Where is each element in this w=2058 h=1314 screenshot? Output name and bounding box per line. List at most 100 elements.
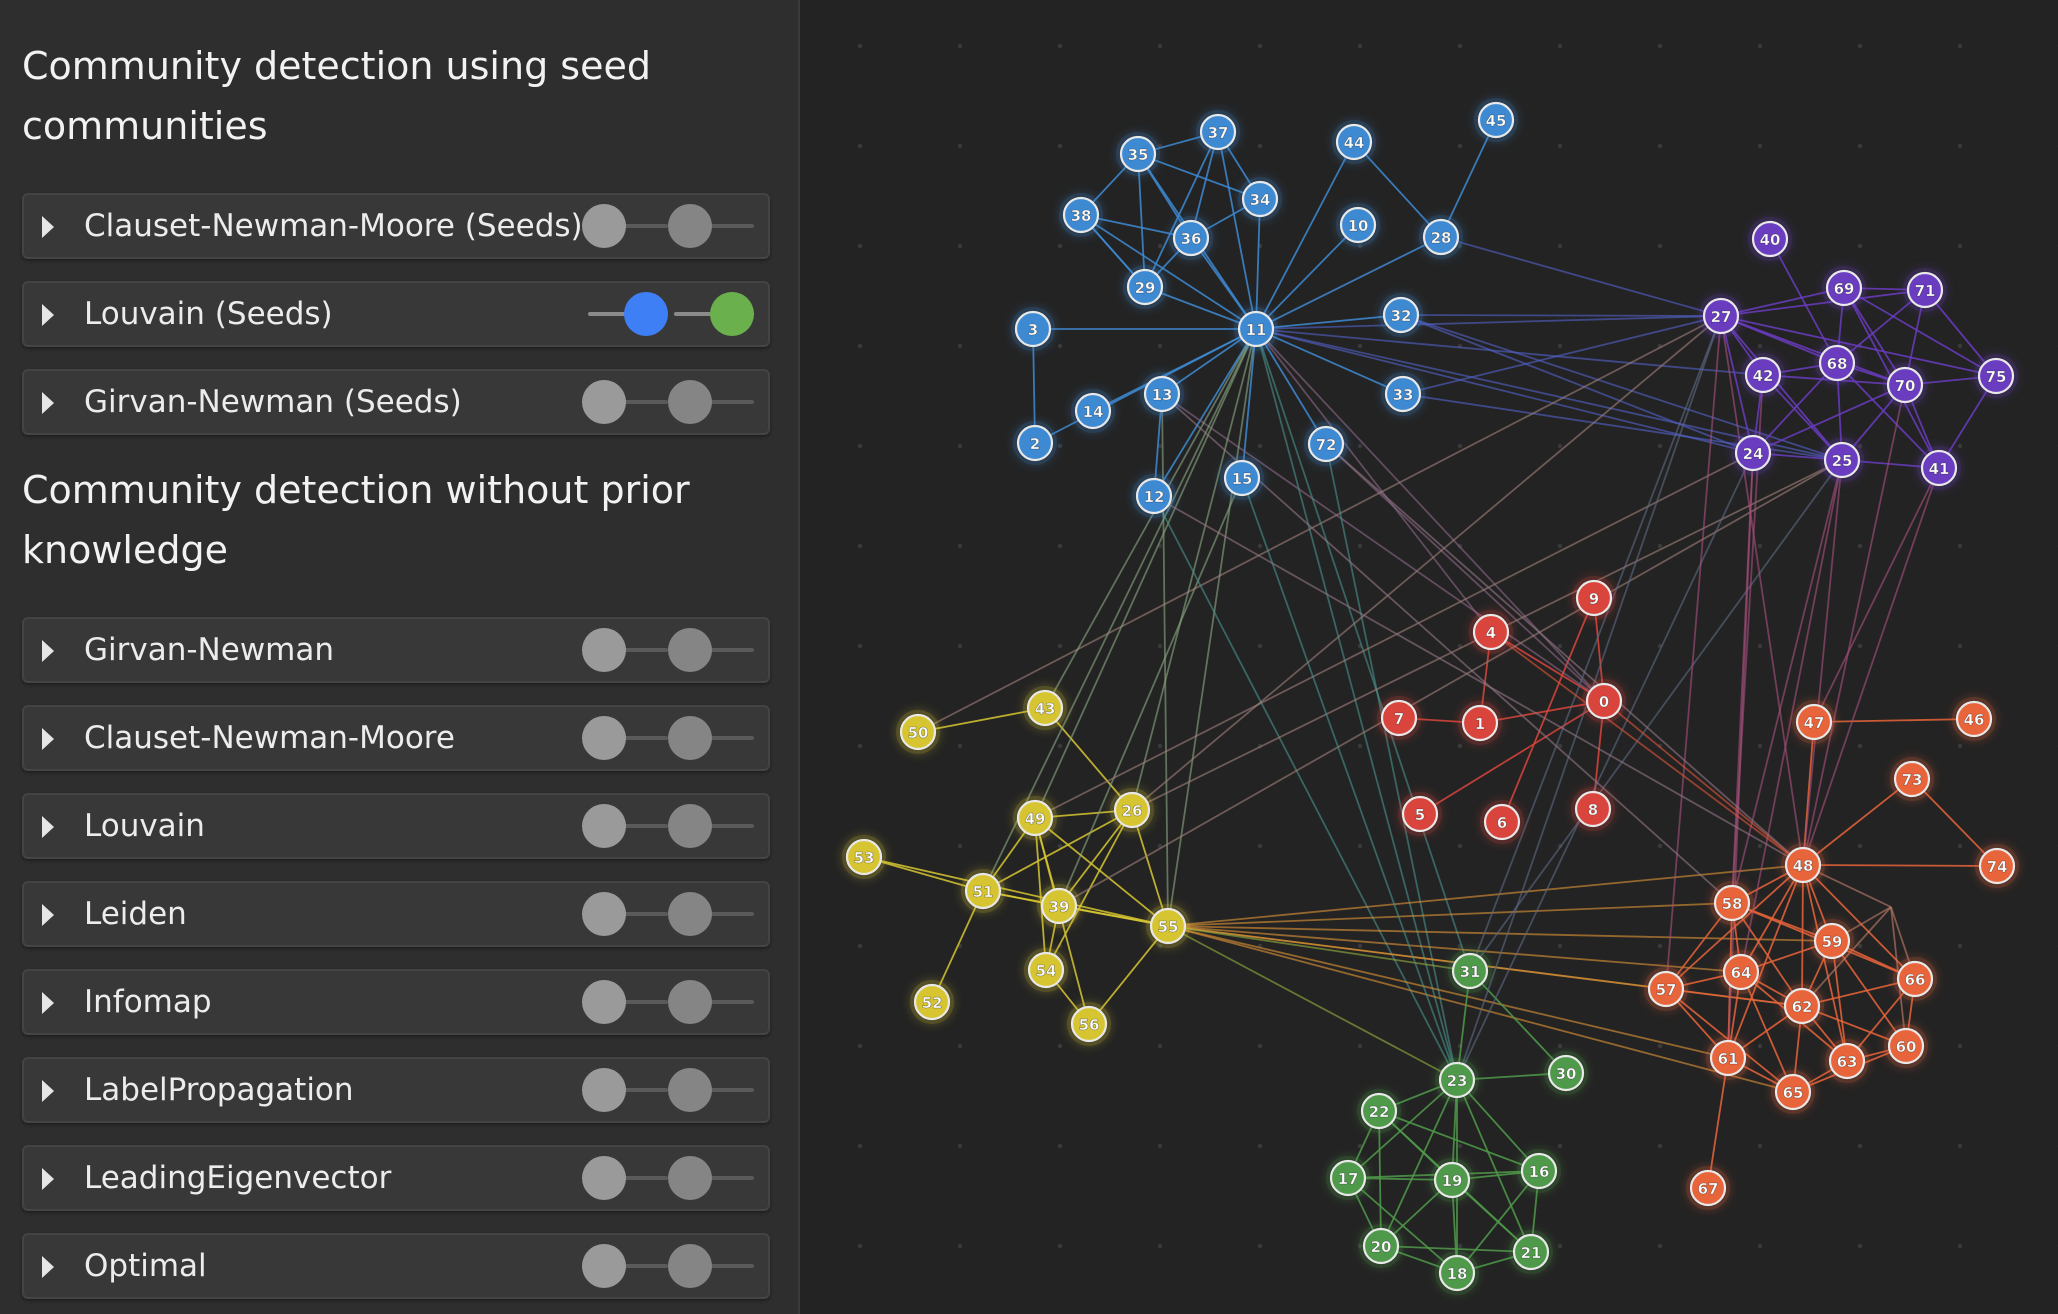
node-circle[interactable] [913, 983, 951, 1021]
graph-node-52[interactable]: 52 [910, 980, 954, 1024]
node-circle[interactable] [1016, 799, 1054, 837]
node-circle[interactable] [1074, 392, 1112, 430]
node-circle[interactable] [1920, 449, 1958, 487]
graph-node-14[interactable]: 14 [1071, 389, 1115, 433]
toggle-knob[interactable] [582, 804, 626, 848]
node-circle[interactable] [1384, 375, 1422, 413]
expand-caret-icon[interactable] [42, 304, 54, 326]
node-circle[interactable] [1380, 699, 1418, 737]
graph-node-74[interactable]: 74 [1975, 844, 2019, 888]
node-circle[interactable] [1734, 434, 1772, 472]
node-circle[interactable] [1014, 310, 1052, 348]
graph-node-64[interactable]: 64 [1719, 950, 1763, 994]
graph-node-39[interactable]: 39 [1037, 884, 1081, 928]
show-communities-toggle[interactable] [582, 380, 668, 424]
node-circle[interactable] [1070, 1005, 1108, 1043]
graph-node-31[interactable]: 31 [1448, 949, 1492, 993]
toggle-knob[interactable] [624, 292, 668, 336]
node-circle[interactable] [1818, 344, 1856, 382]
node-circle[interactable] [1795, 703, 1833, 741]
graph-node-51[interactable]: 51 [961, 869, 1005, 913]
graph-node-9[interactable]: 9 [1572, 576, 1616, 620]
node-circle[interactable] [1223, 459, 1261, 497]
node-circle[interactable] [1422, 218, 1460, 256]
node-circle[interactable] [1401, 795, 1439, 833]
node-circle[interactable] [1744, 356, 1782, 394]
graph-node-38[interactable]: 38 [1059, 193, 1103, 237]
algorithm-row-optimal[interactable]: Optimal [22, 1233, 770, 1299]
show-communities-toggle[interactable] [582, 980, 668, 1024]
node-circle[interactable] [1472, 613, 1510, 651]
algorithm-row-clauset-newman-moore-seeds[interactable]: Clauset-Newman-Moore (Seeds) [22, 193, 770, 259]
highlight-toggle[interactable] [668, 980, 754, 1024]
graph-node-53[interactable]: 53 [842, 835, 886, 879]
toggle-knob[interactable] [668, 804, 712, 848]
graph-node-17[interactable]: 17 [1326, 1156, 1370, 1200]
graph-node-33[interactable]: 33 [1381, 372, 1425, 416]
node-circle[interactable] [1547, 1054, 1585, 1092]
graph-node-72[interactable]: 72 [1304, 422, 1348, 466]
graph-node-37[interactable]: 37 [1196, 110, 1240, 154]
highlight-toggle[interactable] [668, 204, 754, 248]
show-communities-toggle[interactable] [582, 1244, 668, 1288]
node-circle[interactable] [1360, 1092, 1398, 1130]
graph-node-43[interactable]: 43 [1023, 686, 1067, 730]
toggle-knob[interactable] [668, 1068, 712, 1112]
algorithm-row-louvain[interactable]: Louvain [22, 793, 770, 859]
node-circle[interactable] [1040, 887, 1078, 925]
expand-caret-icon[interactable] [42, 1256, 54, 1278]
expand-caret-icon[interactable] [42, 992, 54, 1014]
graph-node-75[interactable]: 75 [1974, 354, 2018, 398]
node-circle[interactable] [899, 713, 937, 751]
node-circle[interactable] [1825, 269, 1863, 307]
graph-node-23[interactable]: 23 [1435, 1058, 1479, 1102]
node-circle[interactable] [1955, 700, 1993, 738]
graph-node-20[interactable]: 20 [1359, 1224, 1403, 1268]
node-circle[interactable] [1135, 477, 1173, 515]
highlight-toggle[interactable] [668, 1068, 754, 1112]
graph-node-62[interactable]: 62 [1780, 984, 1824, 1028]
node-circle[interactable] [1027, 951, 1065, 989]
graph-node-49[interactable]: 49 [1013, 796, 1057, 840]
graph-node-3[interactable]: 3 [1011, 307, 1055, 351]
algorithm-row-louvain-seeds[interactable]: Louvain (Seeds) [22, 281, 770, 347]
node-circle[interactable] [1461, 704, 1499, 742]
toggle-knob[interactable] [582, 204, 626, 248]
expand-caret-icon[interactable] [42, 816, 54, 838]
node-circle[interactable] [1126, 268, 1164, 306]
node-circle[interactable] [1438, 1254, 1476, 1292]
graph-node-5[interactable]: 5 [1398, 792, 1442, 836]
graph-node-69[interactable]: 69 [1822, 266, 1866, 310]
node-circle[interactable] [1886, 366, 1924, 404]
graph-node-6[interactable]: 6 [1480, 800, 1524, 844]
algorithm-row-clauset-newman-moore[interactable]: Clauset-Newman-Moore [22, 705, 770, 771]
graph-node-8[interactable]: 8 [1571, 787, 1615, 831]
graph-node-67[interactable]: 67 [1686, 1166, 1730, 1210]
node-circle[interactable] [1722, 953, 1760, 991]
graph-node-2[interactable]: 2 [1013, 421, 1057, 465]
graph-node-13[interactable]: 13 [1140, 372, 1184, 416]
node-circle[interactable] [1813, 922, 1851, 960]
graph-node-4[interactable]: 4 [1469, 610, 1513, 654]
graph-node-18[interactable]: 18 [1435, 1251, 1479, 1295]
toggle-knob[interactable] [668, 980, 712, 1024]
node-circle[interactable] [1237, 310, 1275, 348]
graph-node-61[interactable]: 61 [1706, 1036, 1750, 1080]
expand-caret-icon[interactable] [42, 904, 54, 926]
node-circle[interactable] [1575, 579, 1613, 617]
node-circle[interactable] [1709, 1039, 1747, 1077]
algorithm-row-infomap[interactable]: Infomap [22, 969, 770, 1035]
graph-node-50[interactable]: 50 [896, 710, 940, 754]
node-circle[interactable] [1823, 441, 1861, 479]
graph-node-7[interactable]: 7 [1377, 696, 1421, 740]
show-communities-toggle[interactable] [582, 716, 668, 760]
show-communities-toggle[interactable] [582, 292, 668, 336]
graph-node-30[interactable]: 30 [1544, 1051, 1588, 1095]
toggle-knob[interactable] [668, 892, 712, 936]
node-circle[interactable] [1585, 682, 1623, 720]
graph-node-73[interactable]: 73 [1890, 757, 1934, 801]
node-circle[interactable] [1433, 1161, 1471, 1199]
algorithm-row-leadingeigenvector[interactable]: LeadingEigenvector [22, 1145, 770, 1211]
node-circle[interactable] [1016, 424, 1054, 462]
